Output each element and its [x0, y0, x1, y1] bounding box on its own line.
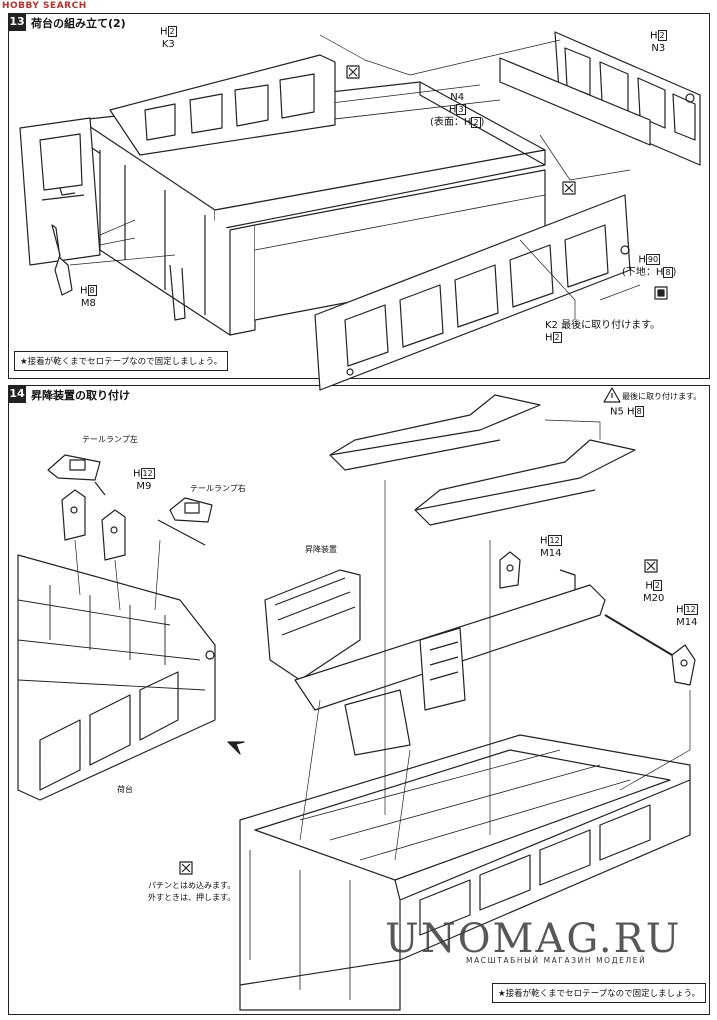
- site-logo: HOBBY SEARCH: [2, 1, 87, 11]
- step13-tape-note: ★接着が乾くまでセロテープなので固定しましょう。: [14, 351, 229, 371]
- tail-lamp-left: [47, 454, 106, 496]
- snap-icon-1: [346, 65, 360, 79]
- snap-icon-2: [562, 181, 576, 195]
- watermark-logo: UNOMAG.RU: [385, 916, 682, 962]
- watermark-subtitle: МАСШТАБНЫЙ МАГАЗИН МОДЕЛЕЙ: [466, 956, 647, 965]
- step14-frame: [8, 385, 710, 1015]
- label-cargo-bed: 荷台: [117, 785, 133, 794]
- step13-rear-gate: [19, 117, 101, 266]
- parts-n5: [329, 394, 636, 526]
- snap-icon-3: [644, 559, 658, 573]
- step14-cargo-bed-main: [239, 734, 691, 1011]
- parts-m14-m20: [499, 551, 696, 686]
- step14-cargo-bed-left: [17, 554, 216, 801]
- label-tail-lamp-left: テールランプ左: [82, 435, 138, 444]
- step13-panel-n4: [499, 57, 651, 146]
- parts-m9: [61, 489, 126, 561]
- step13-number: 13: [8, 13, 26, 31]
- step13-side-wall-k3: [109, 54, 336, 156]
- step13-frame: [8, 13, 710, 379]
- step14-leader-lines: [74, 419, 691, 861]
- step13-shovel: [51, 224, 73, 296]
- snap-icon-4: [179, 861, 193, 875]
- label-tail-lamp-right: テールランプ右: [190, 484, 246, 493]
- label-lift-device: 昇降装置: [305, 545, 337, 554]
- step13-leader-lines: [69, 34, 641, 320]
- step14-title: 昇降装置の取り付け: [31, 389, 130, 402]
- direction-arrow: [227, 741, 245, 755]
- warning-note: 最後に取り付けます。: [622, 392, 702, 401]
- step13-title: 荷台の組み立て(2): [31, 17, 126, 30]
- lift-device: [264, 569, 606, 756]
- snap-note: パチンとはめ込みます。 外すときは、押します。: [148, 881, 236, 902]
- tail-lamp-right: [157, 497, 213, 546]
- step13-side-wall-k2: [314, 194, 631, 391]
- glue-icon: [654, 286, 668, 300]
- step14-number: 14: [8, 385, 26, 403]
- step14-tape-note: ★接着が乾くまでセロテープなので固定しましょう。: [492, 983, 707, 1003]
